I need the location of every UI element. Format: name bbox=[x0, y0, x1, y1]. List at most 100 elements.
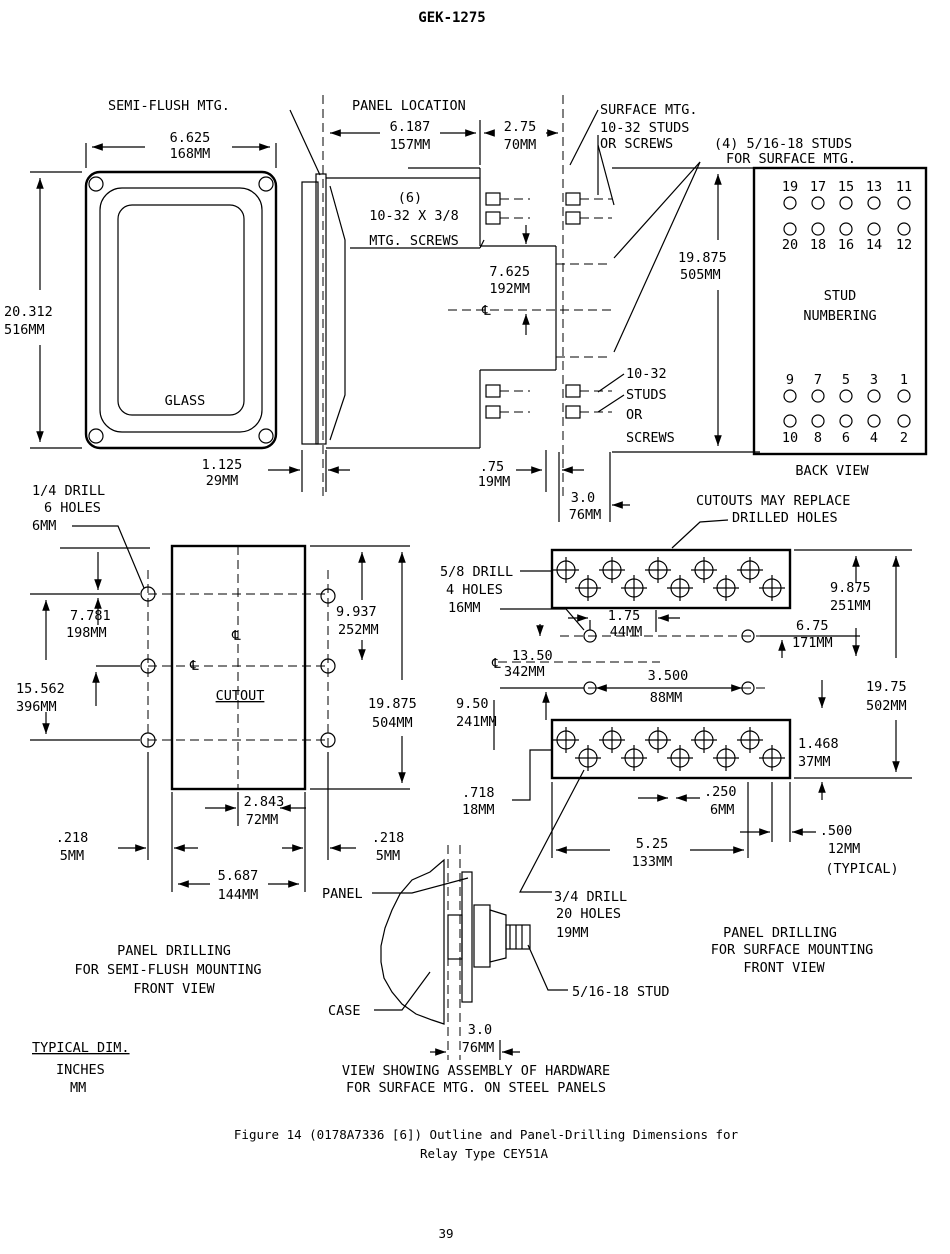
dim-proj-in: 2.75 bbox=[504, 119, 537, 135]
dim-stud-len-mm: 76MM bbox=[569, 507, 602, 523]
dim-height-in: 20.312 bbox=[4, 304, 53, 320]
dim-sf-d4-mm: 504MM bbox=[372, 715, 413, 731]
drill-58-label-2: 4 HOLES bbox=[446, 582, 503, 598]
sf-title-1: PANEL DRILLING bbox=[117, 943, 231, 959]
dim-stud-span-mm: 505MM bbox=[680, 267, 721, 283]
semi-flush-drilling: ℄ ℄ CUTOUT bbox=[140, 544, 336, 791]
dim-proj-mm: 70MM bbox=[504, 137, 537, 153]
dim-s-e-mm: 88MM bbox=[650, 690, 683, 706]
case-label: CASE bbox=[328, 1003, 361, 1019]
stud-hole bbox=[867, 222, 881, 236]
dim-sf-d2-mm: 396MM bbox=[16, 699, 57, 715]
drill-34-label-3: 19MM bbox=[556, 925, 589, 941]
studs-5-16-label-2: FOR SURFACE MTG. bbox=[726, 151, 856, 167]
stud-number: 9 bbox=[786, 372, 794, 388]
dim-s-c-mm: 171MM bbox=[792, 635, 833, 651]
dim-s-b-mm: 44MM bbox=[610, 624, 643, 640]
stud-hole bbox=[839, 222, 853, 236]
stud-hole bbox=[783, 222, 797, 236]
stud-hole bbox=[839, 414, 853, 428]
stud-number: 16 bbox=[838, 237, 854, 253]
stud-hole bbox=[783, 414, 797, 428]
sf-title-3: FRONT VIEW bbox=[133, 981, 215, 997]
hardware-assembly bbox=[380, 845, 531, 1060]
legend-mm: MM bbox=[70, 1080, 86, 1096]
stud-number: 4 bbox=[870, 430, 878, 446]
dim-width-mm: 168MM bbox=[170, 146, 211, 162]
stud-hole bbox=[897, 414, 911, 428]
stud-number: 5 bbox=[842, 372, 850, 388]
stud-hole bbox=[867, 414, 881, 428]
stud-hole bbox=[839, 196, 853, 210]
legend-inches: INCHES bbox=[56, 1062, 105, 1078]
dim-s-h-in: 1.468 bbox=[798, 736, 839, 752]
stud-label-hw: 5/16-18 STUD bbox=[572, 984, 670, 1000]
dim-s-f-mm: 502MM bbox=[866, 698, 907, 714]
centerline-mark: ℄ bbox=[189, 658, 199, 674]
dim-stud-off-in: 7.625 bbox=[489, 264, 530, 280]
stud-number: 6 bbox=[842, 430, 850, 446]
s-title-1: PANEL DRILLING bbox=[723, 925, 837, 941]
centerline-mark: ℄ bbox=[231, 628, 241, 644]
dim-s-d-in: 13.50 bbox=[512, 648, 553, 664]
dim-sf-d1-in: 7.781 bbox=[70, 608, 111, 624]
dim-stud-off-mm: 192MM bbox=[489, 281, 530, 297]
stud-number: 7 bbox=[814, 372, 822, 388]
studs-bot-3: OR bbox=[626, 407, 643, 423]
centerline-mark: ℄ bbox=[481, 303, 491, 319]
front-view: GLASS bbox=[84, 170, 278, 450]
drill-14-label-2: 6 HOLES bbox=[44, 500, 101, 516]
studs-bot-1: 10-32 bbox=[626, 366, 667, 382]
stud-number: 12 bbox=[896, 237, 912, 253]
stud-number: 13 bbox=[866, 179, 882, 195]
stud-label: STUD bbox=[824, 288, 857, 304]
stud-hole bbox=[839, 389, 853, 403]
cutouts-label-1: CUTOUTS MAY REPLACE bbox=[696, 493, 850, 509]
stud-number: 2 bbox=[900, 430, 908, 446]
stud-hole bbox=[897, 196, 911, 210]
hw-title-1: VIEW SHOWING ASSEMBLY OF HARDWARE bbox=[342, 1063, 610, 1079]
dim-sf-w-in: 5.687 bbox=[218, 868, 259, 884]
stud-number: 14 bbox=[866, 237, 882, 253]
dim-s-f-in: 19.75 bbox=[866, 679, 907, 695]
stud-hole bbox=[897, 222, 911, 236]
dim-s-j-in: .250 bbox=[704, 784, 737, 800]
dim-sf-d2-in: 15.562 bbox=[16, 681, 65, 697]
surface-drilling: ℄ bbox=[491, 548, 792, 780]
sf-title-2: FOR SEMI-FLUSH MOUNTING bbox=[75, 962, 262, 978]
side-view: ℄ bbox=[301, 95, 612, 500]
stud-number: 19 bbox=[782, 179, 798, 195]
dim-sf-m1-mm: 5MM bbox=[60, 848, 84, 864]
screws-label-1: (6) bbox=[398, 190, 422, 206]
studs-bot-4: SCREWS bbox=[626, 430, 675, 446]
dim-s-l-note: (TYPICAL) bbox=[825, 861, 898, 877]
dim-sf-d4-in: 19.875 bbox=[368, 696, 417, 712]
dim-sf-d5-mm: 72MM bbox=[246, 812, 279, 828]
dim-sf-m1-in: .218 bbox=[56, 830, 89, 846]
screws-label-3: MTG. SCREWS bbox=[369, 233, 458, 249]
stud-hole bbox=[897, 389, 911, 403]
dim-depth-mm: 157MM bbox=[390, 137, 431, 153]
legend-title: TYPICAL DIM. bbox=[32, 1040, 130, 1056]
studs-5-16-label-1: (4) 5/16-18 STUDS bbox=[714, 136, 852, 152]
numbering-label: NUMBERING bbox=[803, 308, 876, 324]
screws-label-2: 10-32 X 3/8 bbox=[369, 208, 458, 224]
dim-s-d-mm: 342MM bbox=[504, 664, 545, 680]
dim-s-k-mm: 133MM bbox=[632, 854, 673, 870]
dim-width-in: 6.625 bbox=[170, 130, 211, 146]
page-number: 39 bbox=[438, 1226, 453, 1241]
stud-hole bbox=[783, 196, 797, 210]
dim-s-l-mm: 12MM bbox=[828, 841, 861, 857]
hw-title-2: FOR SURFACE MTG. ON STEEL PANELS bbox=[346, 1080, 606, 1096]
drill-58-label-1: 5/8 DRILL bbox=[440, 564, 513, 580]
cutout-label: CUTOUT bbox=[216, 688, 265, 704]
drill-34-label-1: 3/4 DRILL bbox=[554, 889, 627, 905]
drill-58-label-3: 16MM bbox=[448, 600, 481, 616]
s-title-3: FRONT VIEW bbox=[743, 960, 825, 976]
caption-line-1: Figure 14 (0178A7336 [6]) Outline and Pa… bbox=[234, 1127, 739, 1142]
dim-s-l-in: .500 bbox=[820, 823, 853, 839]
studs-bot-2: STUDS bbox=[626, 387, 667, 403]
